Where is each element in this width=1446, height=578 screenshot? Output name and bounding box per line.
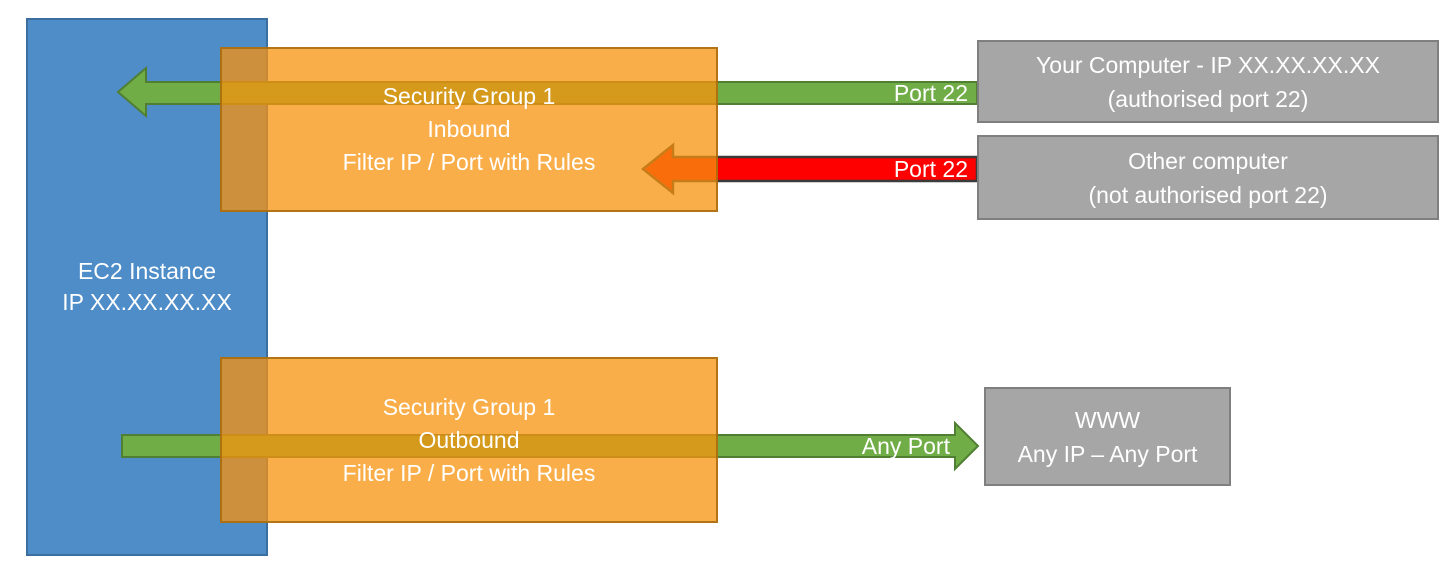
inbound-allowed-port-label: Port 22: [893, 80, 968, 106]
security-group-outbound-box: Security Group 1 Outbound Filter IP / Po…: [220, 357, 718, 523]
other-computer-label: Other computer (not authorised port 22): [1088, 147, 1328, 208]
security-group-inbound-label: Security Group 1 Inbound Filter IP / Por…: [342, 83, 596, 175]
your-computer-label: Your Computer - IP XX.XX.XX.XX (authoris…: [1036, 51, 1380, 112]
outbound-allowed-port-label: Any Port: [861, 433, 950, 459]
www-box: WWW Any IP – Any Port: [984, 387, 1231, 486]
other-computer-box: Other computer (not authorised port 22): [977, 135, 1439, 220]
www-label: WWW Any IP – Any Port: [1017, 406, 1198, 467]
security-group-outbound-label: Security Group 1 Outbound Filter IP / Po…: [342, 393, 596, 486]
inbound-blocked-port-label: Port 22: [893, 156, 968, 182]
security-group-inbound-box: Security Group 1 Inbound Filter IP / Por…: [220, 47, 718, 212]
your-computer-box: Your Computer - IP XX.XX.XX.XX (authoris…: [977, 40, 1439, 123]
ec2-instance-label: EC2 Instance IP XX.XX.XX.XX: [62, 258, 232, 315]
